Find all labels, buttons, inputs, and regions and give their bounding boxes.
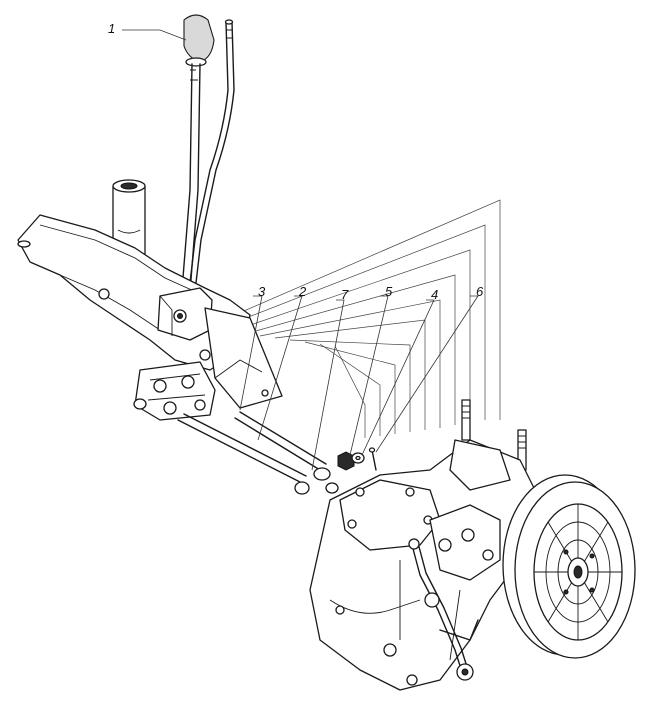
gearbox-housing bbox=[309, 399, 541, 691]
callout-leaders bbox=[122, 29, 479, 471]
callout-6: 6 bbox=[476, 284, 484, 299]
brake-drum bbox=[502, 474, 636, 659]
callout-1: 1 bbox=[108, 21, 115, 36]
lever-housing bbox=[157, 287, 213, 341]
nut bbox=[337, 451, 355, 471]
callout-2: 2 bbox=[298, 284, 307, 299]
small-fasteners bbox=[337, 447, 377, 471]
mounting-plate bbox=[204, 307, 283, 409]
callout-3: 3 bbox=[258, 284, 266, 299]
callout-7: 7 bbox=[341, 287, 349, 302]
selector-rod bbox=[187, 19, 235, 301]
shift-lever bbox=[181, 14, 215, 293]
connecting-rod bbox=[177, 411, 339, 495]
shift-arm bbox=[408, 538, 479, 681]
callout-5: 5 bbox=[385, 284, 393, 299]
callout-4: 4 bbox=[431, 287, 438, 302]
lever-knob bbox=[183, 14, 215, 63]
cotter-pin bbox=[371, 449, 377, 471]
linkage-assembly bbox=[133, 361, 216, 421]
